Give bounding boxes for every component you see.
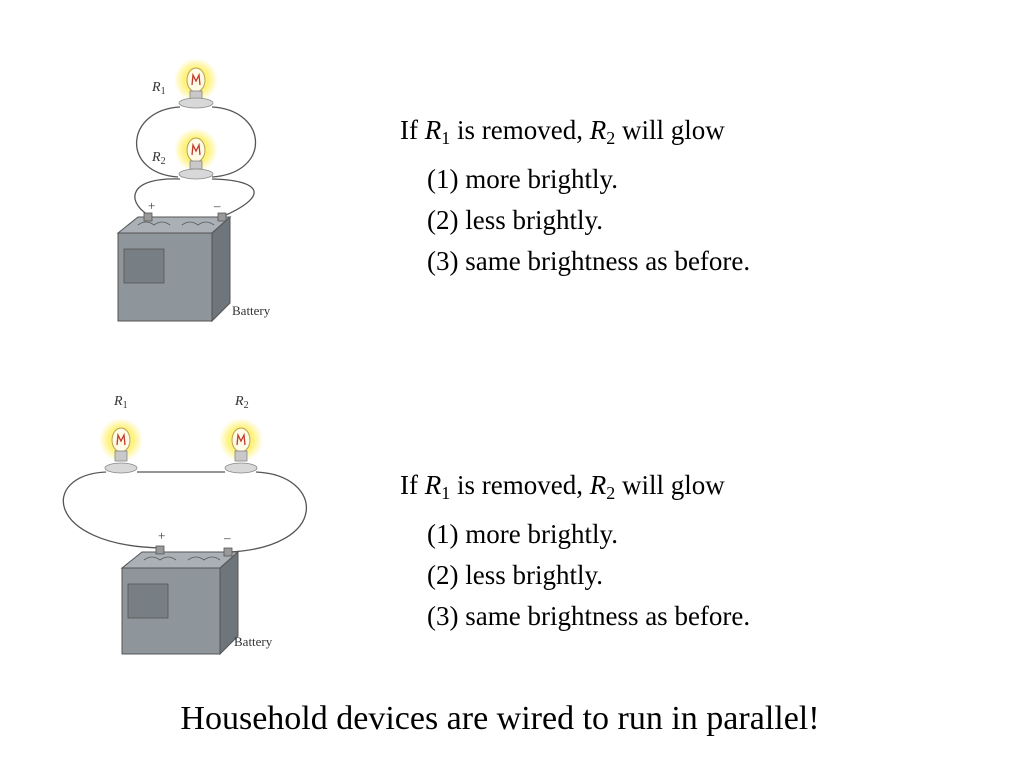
option-2: (2) less brightly. — [427, 205, 603, 235]
question-suffix: will glow — [615, 470, 725, 500]
question-middle: is removed, — [450, 470, 590, 500]
parallel-circuit-diagram: R1 R2 + – Battery — [116, 58, 271, 323]
question-prefix: If — [400, 470, 425, 500]
bulb-r1 — [174, 58, 218, 109]
question-bottom: If R1 is removed, R2 will glow (1) more … — [400, 465, 750, 637]
question-middle: is removed, — [450, 115, 590, 145]
negative-terminal-label: – — [213, 198, 221, 213]
bulb-r2 — [219, 418, 263, 474]
label-r2: R2 — [234, 394, 249, 411]
option-3: (3) same brightness as before. — [427, 601, 751, 631]
wire-right-loop — [227, 471, 307, 553]
positive-terminal-label: + — [148, 198, 155, 213]
wire-to-negative — [211, 178, 255, 216]
series-circuit-diagram: R1 R2 + – Battery — [62, 394, 307, 656]
option-1: (1) more brightly. — [427, 519, 618, 549]
option-3: (3) same brightness as before. — [427, 246, 751, 276]
r2-symbol: R2 — [589, 115, 616, 148]
wire-top-loop — [135, 106, 257, 178]
r1-symbol: R1 — [424, 470, 451, 503]
question-prefix: If — [400, 115, 425, 145]
footer-statement: Household devices are wired to run in pa… — [180, 700, 820, 737]
label-r1: R1 — [113, 394, 128, 411]
positive-terminal-label: + — [158, 528, 165, 543]
question-stem: If R1 is removed, R2 will glow — [400, 465, 750, 514]
bulb-r1 — [99, 418, 143, 474]
r2-symbol: R2 — [589, 470, 616, 503]
battery-label: Battery — [232, 303, 271, 318]
question-stem: If R1 is removed, R2 will glow — [400, 110, 750, 159]
option-1: (1) more brightly. — [427, 164, 618, 194]
wire-to-positive — [134, 178, 181, 216]
question-suffix: will glow — [615, 115, 725, 145]
battery-label: Battery — [234, 634, 273, 649]
battery — [116, 212, 232, 323]
label-r2: R2 — [151, 150, 166, 167]
label-r1: R1 — [151, 80, 166, 97]
r1-symbol: R1 — [424, 115, 451, 148]
battery — [120, 545, 240, 656]
question-top: If R1 is removed, R2 will glow (1) more … — [400, 110, 750, 282]
wire-left-loop — [62, 471, 161, 549]
option-2: (2) less brightly. — [427, 560, 603, 590]
bulb-r2 — [174, 128, 218, 180]
negative-terminal-label: – — [223, 530, 231, 545]
